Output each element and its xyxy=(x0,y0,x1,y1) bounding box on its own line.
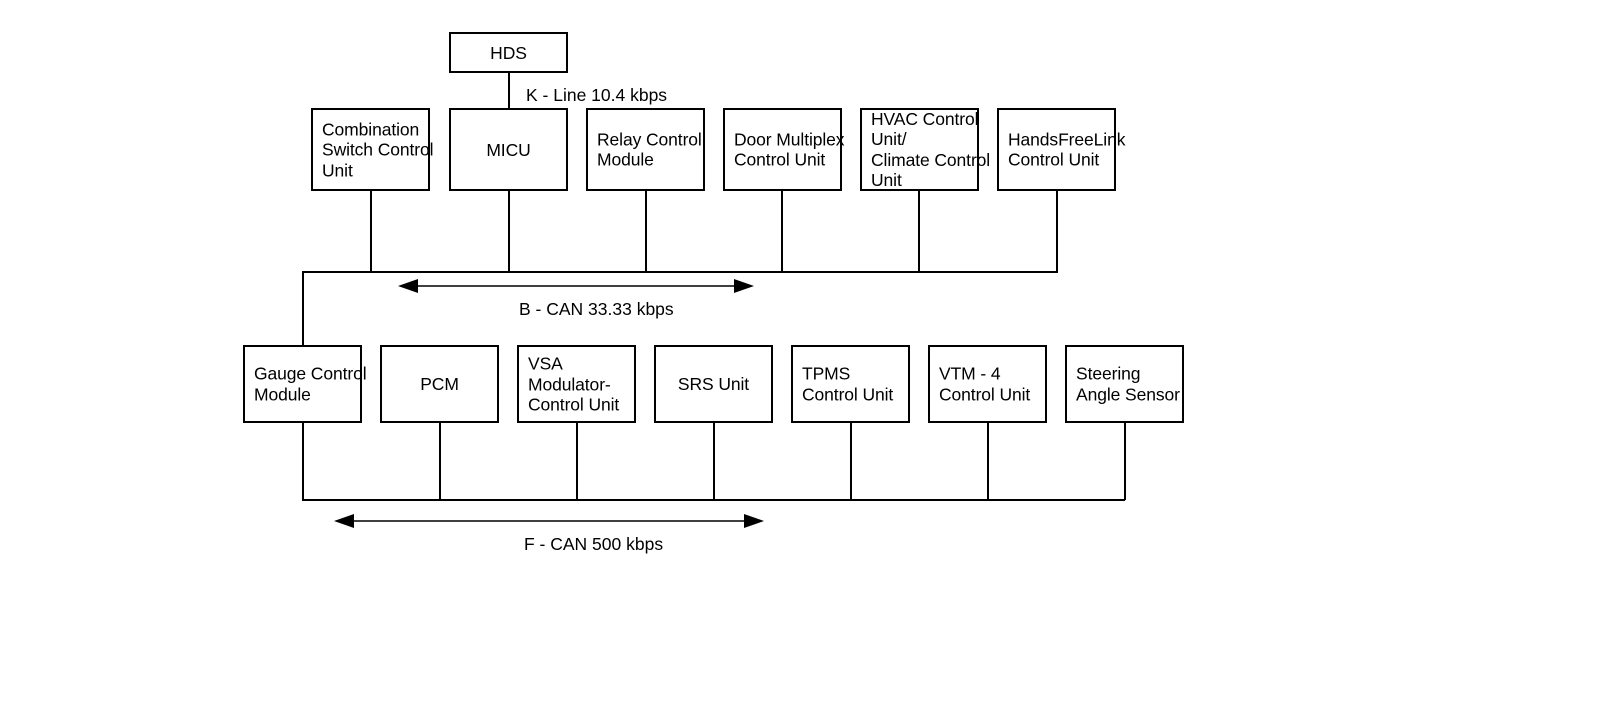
node-gauge-control-module-label: Gauge Control Module xyxy=(254,363,367,405)
node-steering-angle-sensor[interactable]: Steering Angle Sensor xyxy=(1065,345,1184,423)
node-micu[interactable]: MICU xyxy=(449,108,568,191)
wire-drop-combination-switch xyxy=(370,191,372,272)
wire-b-can-to-gauge-control-module xyxy=(302,271,304,346)
node-hds[interactable]: HDS xyxy=(449,32,568,73)
node-relay-control-module-label: Relay Control Module xyxy=(597,129,702,170)
node-hvac-climate-control-unit-label: HVAC Control Unit/ Climate Control Unit xyxy=(871,108,991,191)
wire-drop-tpms xyxy=(850,423,852,500)
node-vtm-4-control-unit-label: VTM - 4 Control Unit xyxy=(939,363,1031,405)
bus-label-b-can: B - CAN 33.33 kbps xyxy=(519,299,674,319)
wire-drop-vtm-4 xyxy=(987,423,989,500)
node-vsa-modulator-control-unit-label: VSA Modulator- Control Unit xyxy=(528,353,620,415)
node-door-multiplex-control-unit[interactable]: Door Multiplex Control Unit xyxy=(723,108,845,191)
node-steering-angle-sensor-label: Steering Angle Sensor xyxy=(1076,363,1180,405)
node-tpms-control-unit[interactable]: TPMS Control Unit xyxy=(791,345,910,423)
wire-drop-door-multiplex xyxy=(781,191,783,272)
node-handsfreelink-control-unit[interactable]: HandsFreeLink Control Unit xyxy=(997,108,1125,191)
node-hvac-climate-control-unit[interactable]: HVAC Control Unit/ Climate Control Unit xyxy=(860,108,990,191)
bus-line-b-can xyxy=(302,271,1058,273)
wire-drop-vsa xyxy=(576,423,578,500)
node-combination-switch-control-unit-label: Combination Switch Control Unit xyxy=(322,118,434,180)
node-gauge-control-module[interactable]: Gauge Control Module xyxy=(243,345,367,423)
wire-drop-hvac xyxy=(918,191,920,272)
node-vsa-modulator-control-unit[interactable]: VSA Modulator- Control Unit xyxy=(517,345,636,423)
node-handsfreelink-control-unit-label: HandsFreeLink Control Unit xyxy=(1008,129,1126,170)
bus-label-f-can: F - CAN 500 kbps xyxy=(524,534,664,554)
wire-drop-gauge-control-module xyxy=(302,423,304,500)
wire-drop-steering-angle-sensor xyxy=(1124,423,1126,500)
node-micu-label: MICU xyxy=(486,139,531,160)
node-combination-switch-control-unit[interactable]: Combination Switch Control Unit xyxy=(311,108,434,191)
node-tpms-control-unit-label: TPMS Control Unit xyxy=(802,363,894,405)
wire-drop-micu xyxy=(508,191,510,272)
bus-label-k-line: K - Line 10.4 kbps xyxy=(526,85,668,105)
node-srs-unit-label: SRS Unit xyxy=(677,373,750,394)
node-pcm[interactable]: PCM xyxy=(380,345,499,423)
node-srs-unit[interactable]: SRS Unit xyxy=(654,345,773,423)
arrow-f-can xyxy=(334,514,764,528)
node-pcm-label: PCM xyxy=(420,373,459,394)
node-vtm-4-control-unit[interactable]: VTM - 4 Control Unit xyxy=(928,345,1047,423)
node-door-multiplex-control-unit-label: Door Multiplex Control Unit xyxy=(734,129,845,170)
wire-hds-to-micu xyxy=(508,73,510,109)
bus-line-f-can xyxy=(302,499,1125,501)
wire-drop-srs-unit xyxy=(713,423,715,500)
node-relay-control-module[interactable]: Relay Control Module xyxy=(586,108,705,191)
wire-drop-relay-control-module xyxy=(645,191,647,272)
arrow-b-can xyxy=(398,279,754,293)
wire-drop-handsfreelink xyxy=(1056,191,1058,272)
wire-drop-pcm xyxy=(439,423,441,500)
node-hds-label: HDS xyxy=(490,42,527,63)
